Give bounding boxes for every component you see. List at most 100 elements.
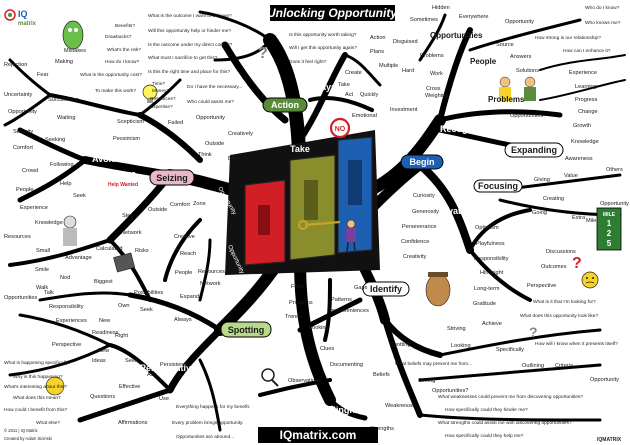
svg-text:Multiple: Multiple xyxy=(379,63,398,69)
svg-text:Others: Others xyxy=(606,167,623,173)
branch-willingness[interactable]: Willingness xyxy=(320,405,370,415)
branch-avoid[interactable]: Avoid xyxy=(92,154,117,164)
svg-text:Time?: Time? xyxy=(152,81,165,87)
iq-matrix-logo: IQ matrix xyxy=(4,9,37,27)
svg-text:How strong is our relationship: How strong is our relationship? xyxy=(535,35,601,41)
branch-begin[interactable]: Begin xyxy=(400,154,444,170)
svg-text:Comfort: Comfort xyxy=(13,145,33,151)
svg-text:Opportunities: Opportunities xyxy=(4,295,37,301)
svg-text:Outlining: Outlining xyxy=(522,363,544,369)
no-sign: NO xyxy=(329,117,351,139)
branch-seizing[interactable]: Seizing xyxy=(149,169,195,186)
svg-text:Calculated: Calculated xyxy=(96,246,122,252)
left-mid: Step Outside Comfort Zone Network Creati… xyxy=(4,201,225,336)
svg-text:Use: Use xyxy=(159,396,169,402)
svg-text:Take: Take xyxy=(338,82,350,88)
branch-what[interactable]: What xyxy=(410,327,432,337)
svg-text:Possibilities: Possibilities xyxy=(134,290,163,296)
branch-expanding[interactable]: Expanding xyxy=(504,142,564,158)
svg-text:Security: Security xyxy=(13,129,33,135)
svg-text:Answers: Answers xyxy=(510,54,532,60)
svg-text:Who do I know?: Who do I know? xyxy=(585,5,620,11)
svg-text:Questions: Questions xyxy=(90,394,115,400)
svg-text:Knowledge: Knowledge xyxy=(35,220,63,226)
svg-text:Think: Think xyxy=(198,152,212,158)
lightbulb-icon xyxy=(142,84,158,103)
svg-text:Responsibility: Responsibility xyxy=(474,256,509,262)
mile-sign: MILE 1 2 5 xyxy=(596,207,622,251)
svg-text:Extra: Extra xyxy=(572,215,586,221)
svg-text:Network: Network xyxy=(121,230,142,236)
person-yellow-shirt-icon xyxy=(499,76,511,101)
svg-text:Outside: Outside xyxy=(205,141,224,147)
footer-url[interactable]: IQmatrix.com xyxy=(280,428,357,442)
olive-door xyxy=(289,154,336,261)
svg-text:How specifically could they he: How specifically could they help me? xyxy=(445,433,524,439)
branch-always-top[interactable]: Always xyxy=(305,82,336,92)
question: Will this opportunity help or hinder me? xyxy=(148,28,231,34)
svg-text:Cultivating: Cultivating xyxy=(428,206,475,216)
svg-text:Crowd: Crowd xyxy=(22,168,38,174)
svg-text:How could I benefit from this?: How could I benefit from this? xyxy=(4,407,68,413)
branch-learn[interactable]: Learn xyxy=(150,142,175,152)
svg-text:5: 5 xyxy=(607,239,612,248)
question: What must I sacrifice to get this? xyxy=(148,55,218,61)
svg-text:Emotional: Emotional xyxy=(352,113,377,119)
svg-text:Creative: Creative xyxy=(174,234,195,240)
person-icon xyxy=(346,219,356,253)
svg-text:Hard: Hard xyxy=(402,68,414,74)
branch-search[interactable]: Search xyxy=(262,349,292,359)
svg-text:Search: Search xyxy=(262,349,292,359)
svg-text:What does this mean?: What does this mean? xyxy=(13,395,61,401)
svg-text:Documenting: Documenting xyxy=(330,362,363,368)
left-bottom-questions: What is happening specifically? Why is t… xyxy=(4,360,71,426)
branch-always-left[interactable]: Always xyxy=(105,169,136,179)
branch-recognizing[interactable]: Recognizing xyxy=(440,124,494,134)
branch-focusing[interactable]: Focusing xyxy=(473,179,523,193)
key-icon xyxy=(298,220,341,230)
svg-text:Box: Box xyxy=(228,156,238,162)
svg-text:Resources?: Resources? xyxy=(150,96,176,102)
svg-text:Investment: Investment xyxy=(390,107,418,113)
svg-text:Giving: Giving xyxy=(534,177,550,183)
branch-personal[interactable]: Personal xyxy=(345,388,383,398)
branch-identify[interactable]: Identify xyxy=(362,281,410,297)
svg-text:People: People xyxy=(175,270,192,276)
svg-text:Drawbacks?: Drawbacks? xyxy=(105,34,132,40)
svg-text:Problems: Problems xyxy=(420,53,444,59)
svg-text:Always: Always xyxy=(105,169,136,179)
svg-text:Specifically: Specifically xyxy=(496,347,524,353)
svg-text:Patterns: Patterns xyxy=(331,297,352,303)
svg-text:Opportunity: Opportunity xyxy=(505,19,534,25)
svg-text:Seek: Seek xyxy=(140,307,153,313)
branch-cultivating[interactable]: Cultivating xyxy=(428,206,475,216)
svg-text:Hidden: Hidden xyxy=(432,5,450,11)
svg-text:Awareness: Awareness xyxy=(565,156,593,162)
branch-spotting[interactable]: Spotting xyxy=(220,321,272,338)
copyright: © 2011 | IQ Matrix xyxy=(4,428,39,433)
cultivating-labels: Curiosity Generosity Perseverance Confid… xyxy=(401,193,509,307)
left-side: Rejection Fear Mistakes Making Uncertain… xyxy=(4,48,253,240)
svg-text:Problems: Problems xyxy=(488,95,525,104)
branch-persistently[interactable]: Persistently xyxy=(140,363,191,373)
svg-text:Biggest: Biggest xyxy=(94,279,113,285)
svg-text:Gratitude: Gratitude xyxy=(473,301,496,307)
svg-text:Waiting: Waiting xyxy=(57,115,75,121)
svg-text:?: ? xyxy=(529,324,538,340)
svg-text:Personal: Personal xyxy=(345,388,383,398)
svg-text:Seek: Seek xyxy=(73,193,86,199)
svg-text:Growth: Growth xyxy=(573,123,591,129)
blue-door xyxy=(337,136,373,254)
svg-text:Strengths: Strengths xyxy=(370,426,394,432)
svg-text:Walk: Walk xyxy=(36,285,48,291)
svg-text:New: New xyxy=(99,318,111,324)
svg-text:Observations: Observations xyxy=(288,378,321,384)
logo-iq: IQ xyxy=(18,9,28,19)
svg-text:Hindsight: Hindsight xyxy=(480,270,504,276)
svg-text:What weaknesses could prevent: What weaknesses could prevent me from di… xyxy=(438,394,583,400)
svg-text:Who knows me?: Who knows me? xyxy=(585,20,621,26)
branch-action[interactable]: Action xyxy=(262,97,308,113)
detective-icon xyxy=(425,272,451,307)
svg-text:Always: Always xyxy=(305,82,336,92)
question-mark-icon: ? xyxy=(258,45,268,62)
